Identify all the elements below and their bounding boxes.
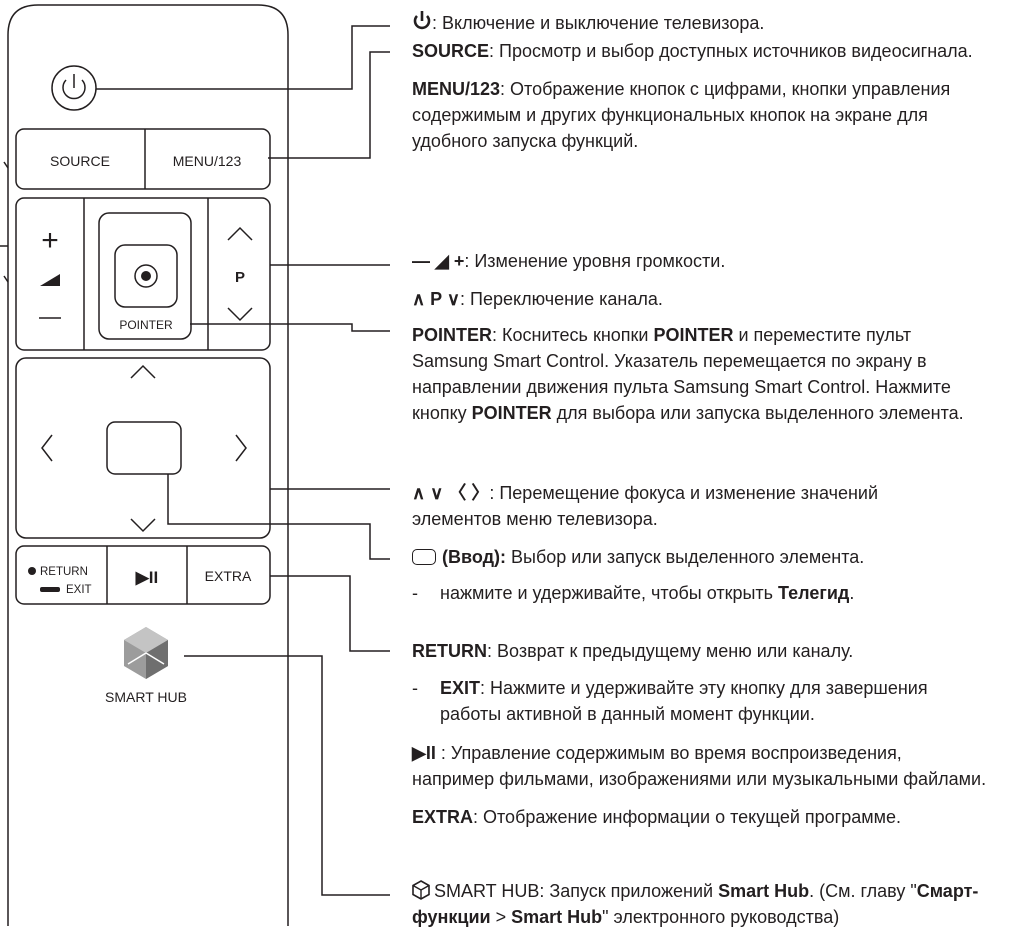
smarthub-key: SMART HUB xyxy=(434,881,540,901)
playpause-symbol: ▶II xyxy=(412,743,436,763)
extra-text: : Отображение информации о текущей прогр… xyxy=(473,807,902,827)
volume-symbols: — ◢ + xyxy=(412,251,465,271)
pointer-line-4a: кнопку xyxy=(412,403,472,423)
channel-p-label: P xyxy=(235,269,245,286)
enter-hold-end: . xyxy=(849,583,855,603)
pointer-dot-icon xyxy=(141,271,151,281)
exit-dash: - xyxy=(412,678,418,698)
channel-down-icon xyxy=(227,307,253,322)
pointer-line-4-key: POINTER xyxy=(471,403,552,423)
power-icon xyxy=(413,11,431,30)
playpause-line-1: : Управление содержимым во время воспрои… xyxy=(435,743,902,763)
playpause-description: ▶II : Управление содержимым во время вос… xyxy=(412,740,986,792)
nav-symbols: ∧ ∨ 〈 〉 xyxy=(412,483,490,503)
smart-hub-icon xyxy=(127,652,165,665)
exit-bar-icon xyxy=(40,587,60,592)
exit-button-label: EXIT xyxy=(66,584,92,596)
enter-hold-text: нажмите и удерживайте, чтобы открыть xyxy=(440,583,779,603)
return-text: : Возврат к предыдущему меню или каналу. xyxy=(487,641,854,661)
smarthub-line-2-key: функции xyxy=(412,907,491,927)
enter-button[interactable] xyxy=(107,422,181,474)
play-pause-icon: ▶II xyxy=(135,568,159,587)
exit-line-1: : Нажмите и удерживайте эту кнопку для з… xyxy=(480,678,928,698)
volume-description: — ◢ +: Изменение уровня громкости. xyxy=(412,248,725,274)
smarthub-line-2b: " электронного руководства) xyxy=(602,907,840,927)
exit-description: - EXIT: Нажмите и удерживайте эту кнопку … xyxy=(412,675,928,727)
pointer-line-1-key: POINTER xyxy=(653,325,734,345)
nav-line-2: элементов меню телевизора. xyxy=(412,509,658,529)
side-marks xyxy=(0,161,9,283)
remote-body xyxy=(7,4,289,926)
pointer-line-1a: : Коснитесь кнопки xyxy=(492,325,654,345)
pointer-key: POINTER xyxy=(412,325,493,345)
menu-line-2: содержимым и других функциональных кнопо… xyxy=(412,105,928,125)
source-description: SOURCE: Просмотр и выбор доступных источ… xyxy=(412,38,973,64)
enter-hold-description: - нажмите и удерживайте, чтобы открыть Те… xyxy=(412,580,854,606)
playpause-line-2: например фильмами, изображениями или муз… xyxy=(412,769,987,789)
pointer-description: POINTER: Коснитесь кнопки POINTER и пере… xyxy=(412,322,964,426)
menu-line-1: : Отображение кнопок с цифрами, кнопки у… xyxy=(500,79,951,99)
pointer-line-2: Samsung Smart Control. Указатель перемещ… xyxy=(412,351,927,371)
channel-description: ∧ P ∨: Переключение канала. xyxy=(412,286,663,312)
return-description: RETURN: Возврат к предыдущему меню или к… xyxy=(412,638,853,664)
enter-key-icon xyxy=(412,549,436,565)
volume-text: : Изменение уровня громкости. xyxy=(464,251,726,271)
navigation-pad xyxy=(15,357,271,539)
return-dot-icon xyxy=(28,567,36,575)
power-button[interactable] xyxy=(51,65,97,111)
source-button-label: SOURCE xyxy=(50,153,110,169)
menu-button-label: MENU/123 xyxy=(173,153,242,169)
enter-key: (Ввод): xyxy=(442,547,506,567)
smarthub-line-2a: > xyxy=(490,907,512,927)
enter-description: (Ввод): Выбор или запуск выделенного эле… xyxy=(412,544,864,570)
source-key: SOURCE xyxy=(412,41,490,61)
smarthub-line-1b: . (См. главу " xyxy=(809,881,917,901)
exit-key: EXIT xyxy=(440,678,481,698)
enter-hold-dash: - xyxy=(412,583,418,603)
enter-text: Выбор или запуск выделенного элемента. xyxy=(506,547,865,567)
extra-key: EXTRA xyxy=(412,807,474,827)
menu-description: MENU/123: Отображение кнопок с цифрами, … xyxy=(412,76,950,154)
pointer-button-label: POINTER xyxy=(119,318,173,332)
smart-hub-icon xyxy=(412,880,430,900)
volume-wedge-icon xyxy=(40,274,60,286)
pointer-line-1b: и переместите пульт xyxy=(733,325,912,345)
nav-up-icon[interactable] xyxy=(130,364,156,379)
nav-line-1: : Перемещение фокуса и изменение значени… xyxy=(489,483,879,503)
return-button-label: RETURN xyxy=(40,566,88,578)
smarthub-line-2-key2: Smart Hub xyxy=(511,907,603,927)
nav-left-icon[interactable] xyxy=(41,434,53,462)
bottom-button-row xyxy=(15,545,271,605)
menu-line-3: удобного запуска функций. xyxy=(412,131,639,151)
volume-plus-sign: + xyxy=(41,224,59,257)
channel-up-button[interactable] xyxy=(208,198,270,274)
smarthub-line-1-key2: Смарт- xyxy=(916,881,979,901)
power-text: : Включение и выключение телевизора. xyxy=(432,13,765,33)
extra-description: EXTRA: Отображение информации о текущей … xyxy=(412,804,901,830)
enter-hold-key: Телегид xyxy=(778,583,850,603)
nav-description: ∧ ∨ 〈 〉: Перемещение фокуса и изменение … xyxy=(412,480,878,532)
extra-button-label: EXTRA xyxy=(205,568,252,584)
channel-symbols: ∧ P ∨ xyxy=(412,289,461,309)
smart-hub-label: SMART HUB xyxy=(105,689,187,705)
pointer-line-4b: для выбора или запуска выделенного элеме… xyxy=(551,403,964,423)
exit-line-2: работы активной в данный момент функции. xyxy=(440,704,815,724)
channel-up-icon xyxy=(227,226,253,241)
smarthub-line-1a: : Запуск приложений xyxy=(539,881,719,901)
channel-text: : Переключение канала. xyxy=(460,289,663,309)
nav-right-icon[interactable] xyxy=(235,434,247,462)
smarthub-line-1-key: Smart Hub xyxy=(718,881,810,901)
smart-hub-button[interactable] xyxy=(124,627,168,679)
power-icon xyxy=(62,79,86,100)
pointer-line-3: направлении движения пульта Samsung Smar… xyxy=(412,377,951,397)
power-description: : Включение и выключение телевизора. xyxy=(412,10,764,36)
nav-down-icon[interactable] xyxy=(130,518,156,533)
smarthub-description: SMART HUB: Запуск приложений Smart Hub. … xyxy=(412,878,978,930)
menu-key: MENU/123 xyxy=(412,79,501,99)
return-key: RETURN xyxy=(412,641,487,661)
leader-lines xyxy=(96,25,390,896)
source-text: : Просмотр и выбор доступных источников … xyxy=(489,41,973,61)
source-menu-group xyxy=(15,128,271,190)
